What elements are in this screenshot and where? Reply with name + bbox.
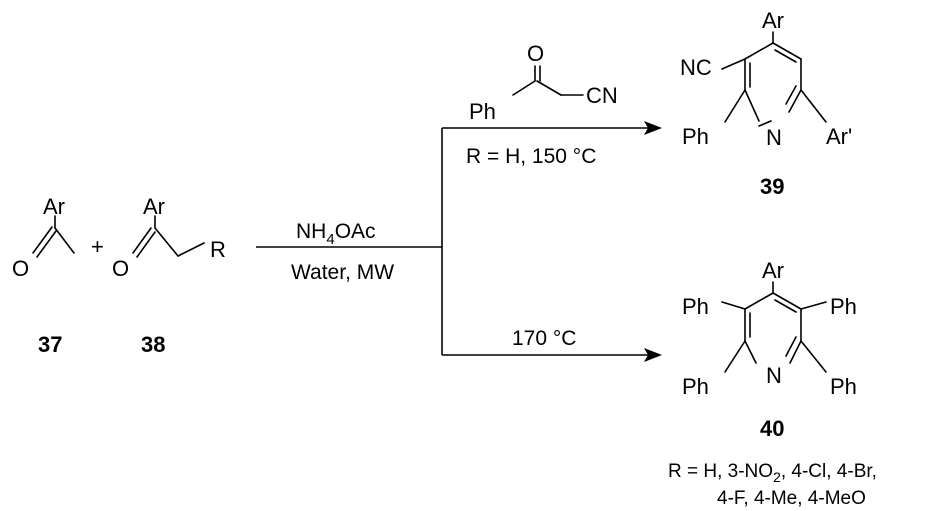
reagent-cn-label: CN xyxy=(586,83,618,108)
compound-38: Ar O R 38 xyxy=(112,194,226,357)
compound-40: Ar Ph Ph Ph N Ph 40 xyxy=(682,258,857,441)
upper-condition: R = H, 150 °C xyxy=(466,145,596,168)
c40-ph-bottom-right: Ph xyxy=(830,374,857,399)
c38-r-label: R xyxy=(210,237,226,262)
compound-37: Ar O 37 xyxy=(12,194,75,357)
reagent-ph-label: Ph xyxy=(469,99,496,124)
reaction-arrows xyxy=(256,121,662,362)
plus-sign: + xyxy=(91,234,104,259)
compound-number-39: 39 xyxy=(760,174,784,199)
reagent-benzoylacetonitrile: O Ph CN xyxy=(469,41,618,124)
c39-nc-label: NC xyxy=(680,55,712,80)
c40-ar-label: Ar xyxy=(762,258,784,283)
main-condition-solvent: Water, MW xyxy=(291,261,394,284)
c40-ph-bottom-left: Ph xyxy=(682,374,709,399)
compound-number-40: 40 xyxy=(760,416,784,441)
c37-ar-label: Ar xyxy=(43,194,65,219)
c38-ar-label: Ar xyxy=(143,194,165,219)
substituent-list-line2: 4-F, 4-Me, 4-MeO xyxy=(717,488,866,509)
compound-number-38: 38 xyxy=(141,332,165,357)
c39-n-label: N xyxy=(766,125,782,150)
c39-ar-label: Ar xyxy=(762,8,784,33)
c38-o-label: O xyxy=(112,256,129,281)
compound-number-37: 37 xyxy=(38,332,62,357)
lower-condition: 170 °C xyxy=(512,327,576,350)
c40-ph-top-left: Ph xyxy=(682,294,709,319)
c40-n-label: N xyxy=(766,363,782,388)
main-condition-reagent: NH4OAc xyxy=(296,220,376,248)
c39-ph-label: Ph xyxy=(682,124,709,149)
c40-ph-top-right: Ph xyxy=(830,294,857,319)
reagent-o-label: O xyxy=(527,41,544,66)
compound-39: Ar NC Ph N Ar' 39 xyxy=(680,8,852,199)
c39-ar2-label: Ar' xyxy=(826,124,852,149)
c37-o-label: O xyxy=(12,256,29,281)
substituent-list-line1: R = H, 3-NO2, 4-Cl, 4-Br, xyxy=(668,461,877,485)
